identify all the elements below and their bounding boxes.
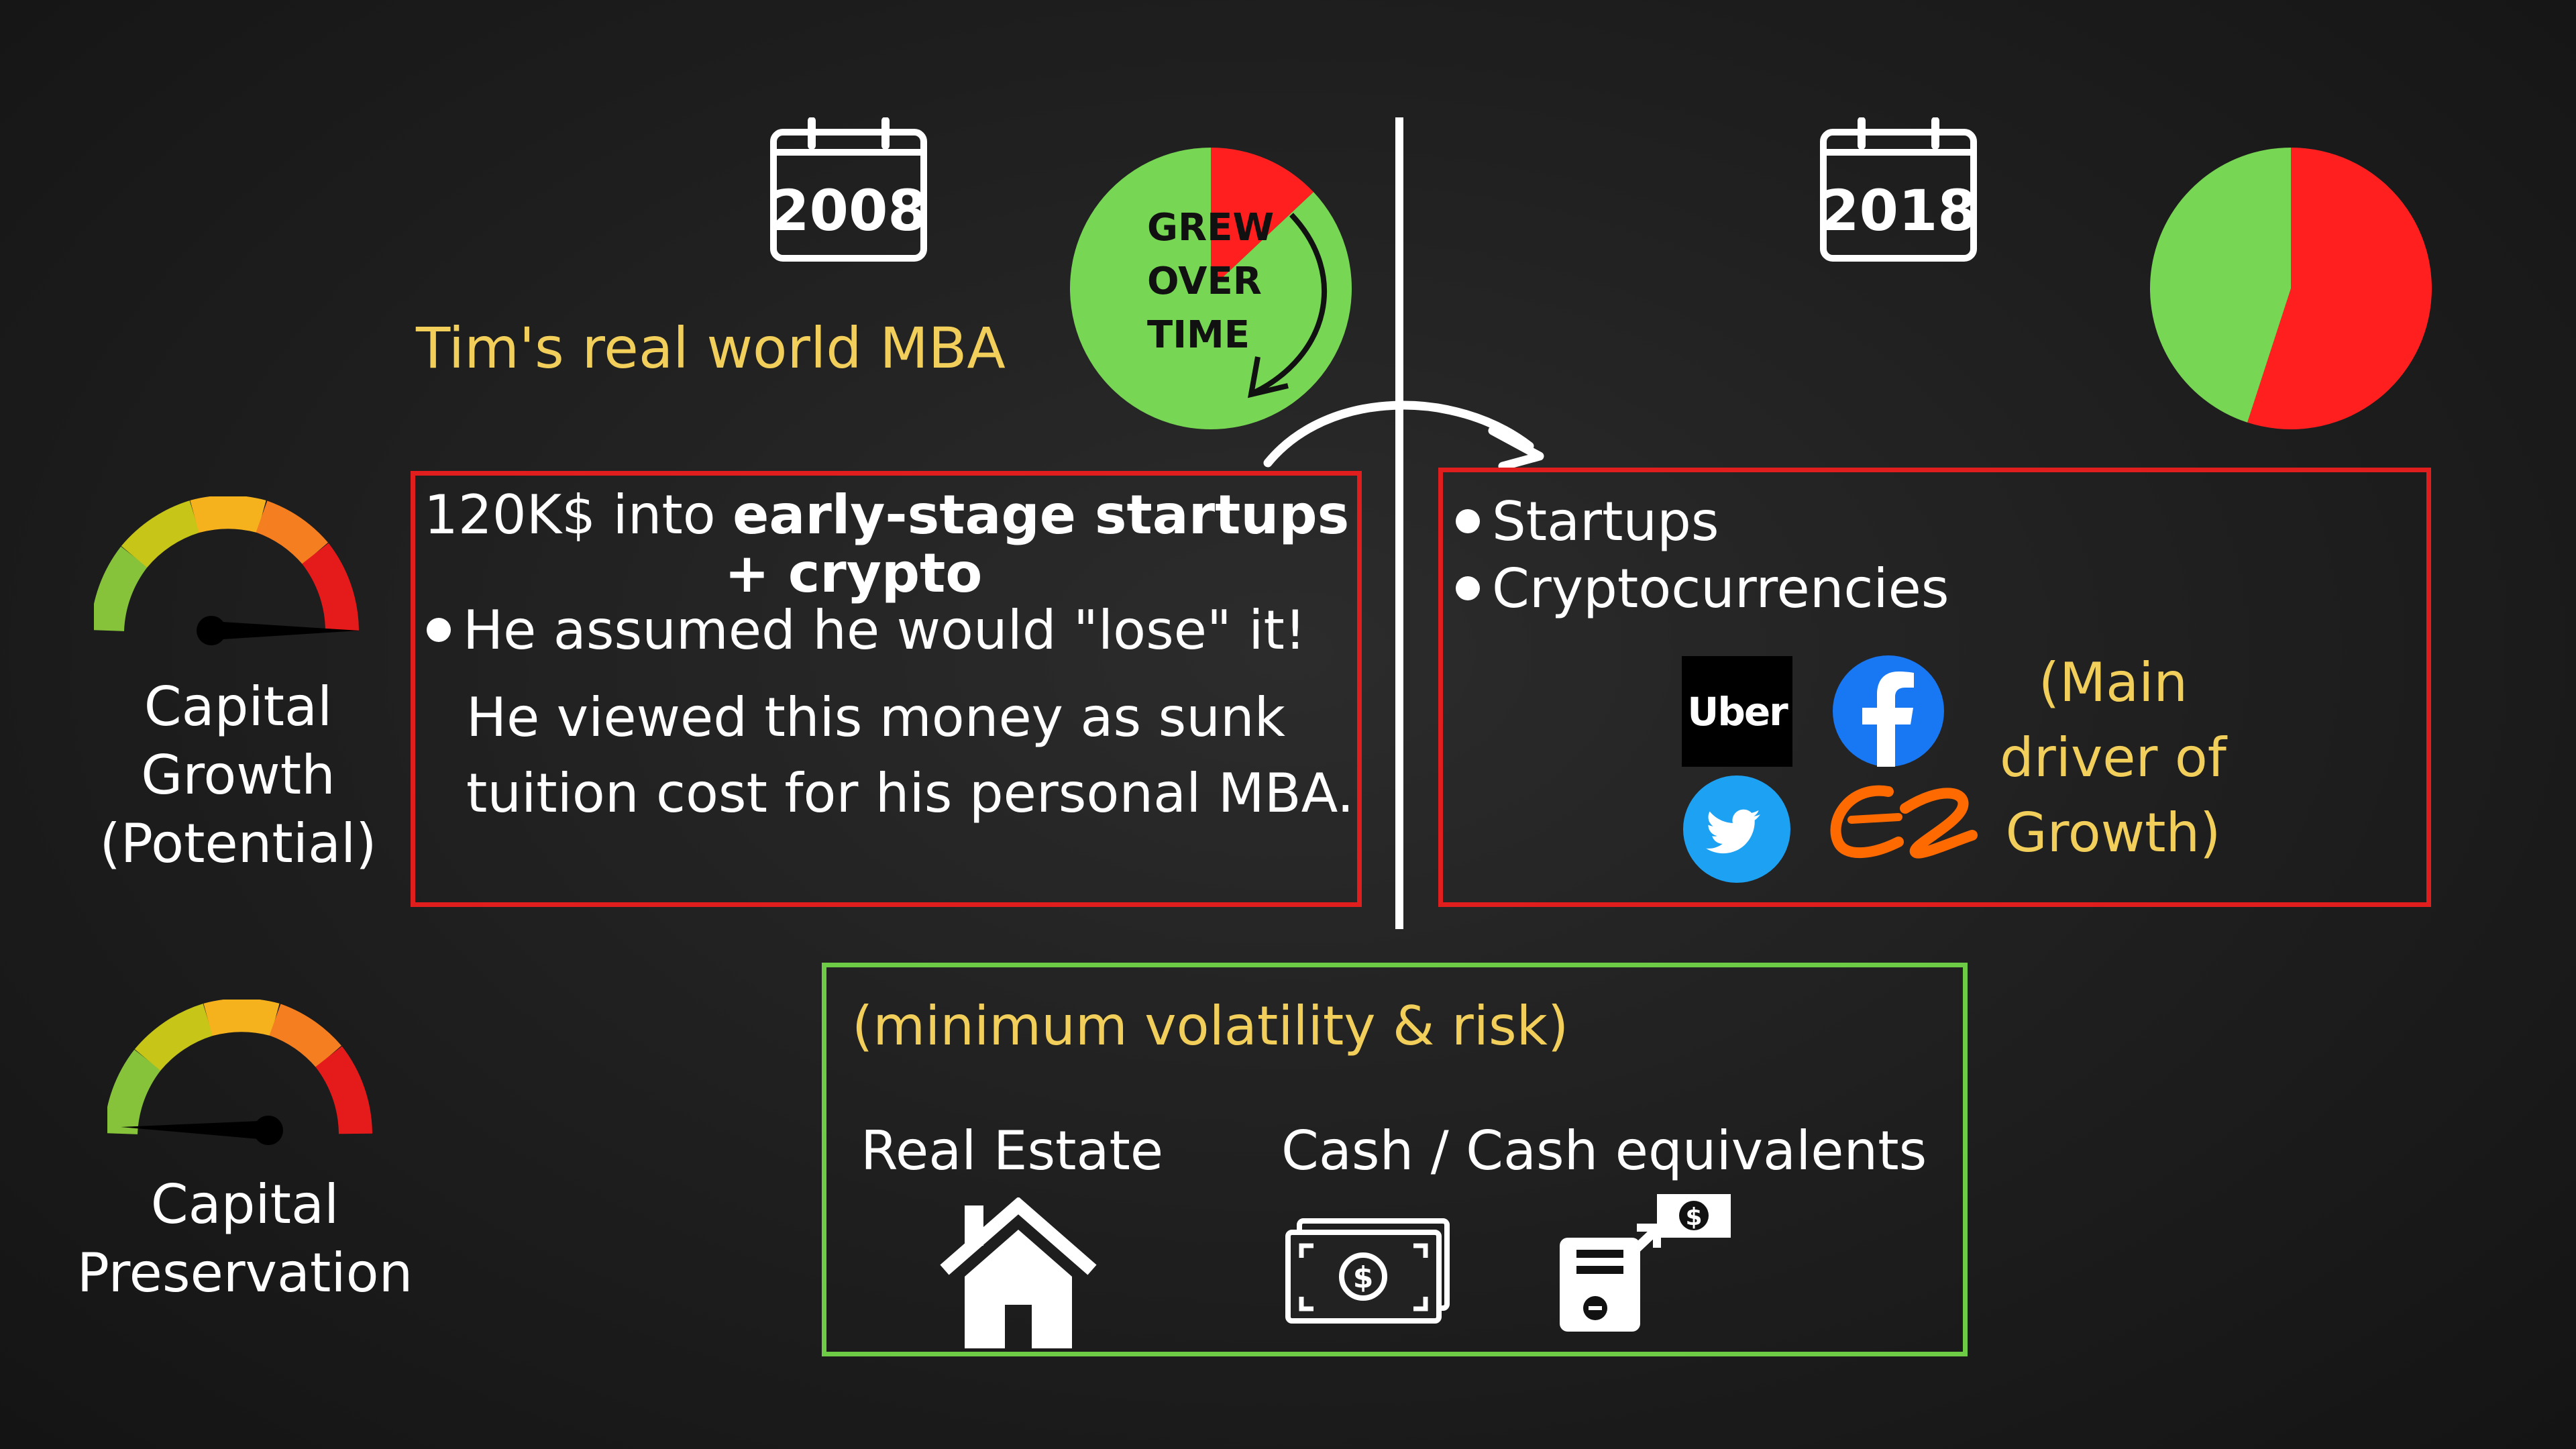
left-headline-line2: + crypto — [724, 542, 983, 604]
gauge-label-line-2: Growth — [141, 744, 335, 806]
left-headline: 120K$ into early-stage startups — [424, 488, 1349, 542]
right-holdings-box — [1438, 468, 2431, 907]
gauge-icon-growth — [94, 496, 359, 645]
right-bullet-2: Cryptocurrencies — [1456, 562, 1949, 616]
gauge-label-line-1: Capital — [150, 1173, 339, 1236]
left-bullet: He assumed he would "lose" it! — [427, 604, 1306, 657]
gauge-label-line-2: Preservation — [76, 1242, 413, 1304]
facebook-logo — [1833, 655, 1944, 767]
headline-bold: early-stage startups — [733, 484, 1350, 546]
headline-prefix: 120K$ into — [424, 484, 733, 546]
left-investment-box — [411, 471, 1362, 907]
preservation-box — [822, 963, 1968, 1356]
left-para-2: tuition cost for his personal MBA. — [466, 762, 1354, 824]
gauge-icon-preservation — [107, 1000, 372, 1145]
cash-label: Cash / Cash equivalents — [1281, 1120, 1927, 1182]
cash-bills-icon: $ — [1285, 1218, 1450, 1324]
left-para-1: He viewed this money as sunk — [466, 686, 1285, 749]
year-2018: 2018 — [1820, 178, 1977, 244]
twitter-logo — [1683, 775, 1790, 883]
pie-slice-red — [1211, 148, 1314, 288]
preservation-heading: (minimum volatility & risk) — [852, 995, 1569, 1057]
pie-chart-2018 — [2150, 148, 2432, 429]
transition-arrow — [1263, 400, 1544, 471]
bullet-dot — [427, 618, 451, 643]
svg-text:$: $ — [1353, 1260, 1374, 1295]
note-line-2: driver of — [2000, 727, 2226, 789]
house-icon — [940, 1197, 1097, 1348]
bullet-text: Cryptocurrencies — [1492, 557, 1949, 620]
pie-slice-red — [2247, 148, 2432, 429]
gauge-label-line-1: Capital — [144, 676, 333, 738]
uber-logo-text: Uber — [1687, 688, 1788, 735]
grew-over-time-note: GREW OVER TIME — [1147, 201, 1281, 362]
right-bullet-1: Startups — [1456, 495, 1719, 549]
gauge-label-preservation: Capital Preservation — [67, 1171, 423, 1307]
left-subtitle: Tim's real world MBA — [416, 315, 1006, 381]
real-estate-label: Real Estate — [861, 1120, 1164, 1182]
alibaba-logo — [1830, 785, 1978, 859]
bullet-text: Startups — [1492, 490, 1719, 553]
vertical-divider — [1395, 117, 1403, 929]
pie-slice-green — [2150, 148, 2291, 423]
note-line-2: OVER — [1147, 260, 1262, 303]
gauge-label-line-3: (Potential) — [99, 812, 377, 875]
bullet-dot — [1456, 509, 1480, 534]
year-2008: 2008 — [770, 178, 927, 244]
calendar-icon-2018: 2018 — [1818, 117, 1979, 265]
gauge-label-growth: Capital Growth (Potential) — [67, 673, 409, 878]
note-line-1: (Main — [2038, 651, 2188, 714]
grow-arrow — [1247, 213, 1328, 398]
note-line-3: TIME — [1147, 313, 1250, 357]
bullet-text: He assumed he would "lose" it! — [463, 599, 1306, 661]
uber-logo: Uber — [1682, 656, 1792, 767]
bullet-dot — [1456, 576, 1480, 601]
pie-slice-green — [1070, 148, 1352, 429]
calendar-icon-2008: 2008 — [768, 117, 929, 265]
pie-chart-2008 — [1070, 148, 1352, 429]
cash-deposit-icon: $ — [1560, 1194, 1731, 1332]
note-line-1: GREW — [1147, 206, 1275, 250]
main-driver-note: (Main driver of Growth) — [1972, 645, 2254, 871]
svg-text:$: $ — [1685, 1203, 1702, 1231]
note-line-3: Growth) — [2005, 802, 2221, 864]
